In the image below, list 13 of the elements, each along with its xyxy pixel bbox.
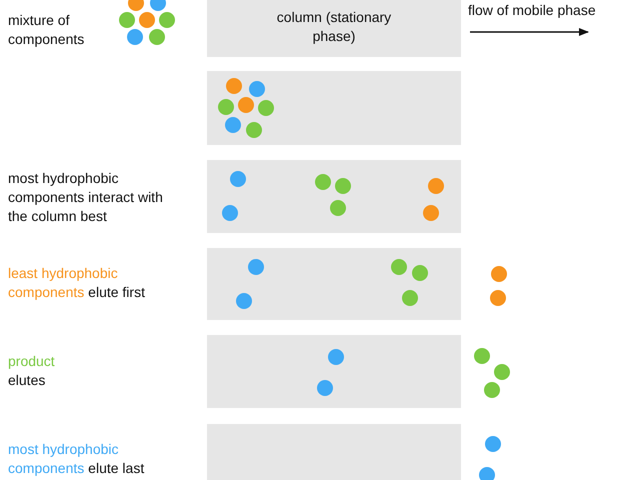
component-label: mixture of components [8,11,86,49]
column-label: column (stationary phase) [276,8,392,46]
flow-label: flow of mobile phase [468,1,597,20]
column-band [207,335,461,408]
column-band [207,424,461,480]
column-band [207,248,461,320]
step-description: most hydrophobic components elute last [8,440,146,478]
column-band [207,160,461,233]
step-description: least hydrophobic components elute first [8,264,146,302]
column-band [207,0,461,57]
step-description: product elutes [8,352,56,390]
step-description: most hydrophobic components interact with the column best [8,169,164,226]
column-band [207,71,461,145]
